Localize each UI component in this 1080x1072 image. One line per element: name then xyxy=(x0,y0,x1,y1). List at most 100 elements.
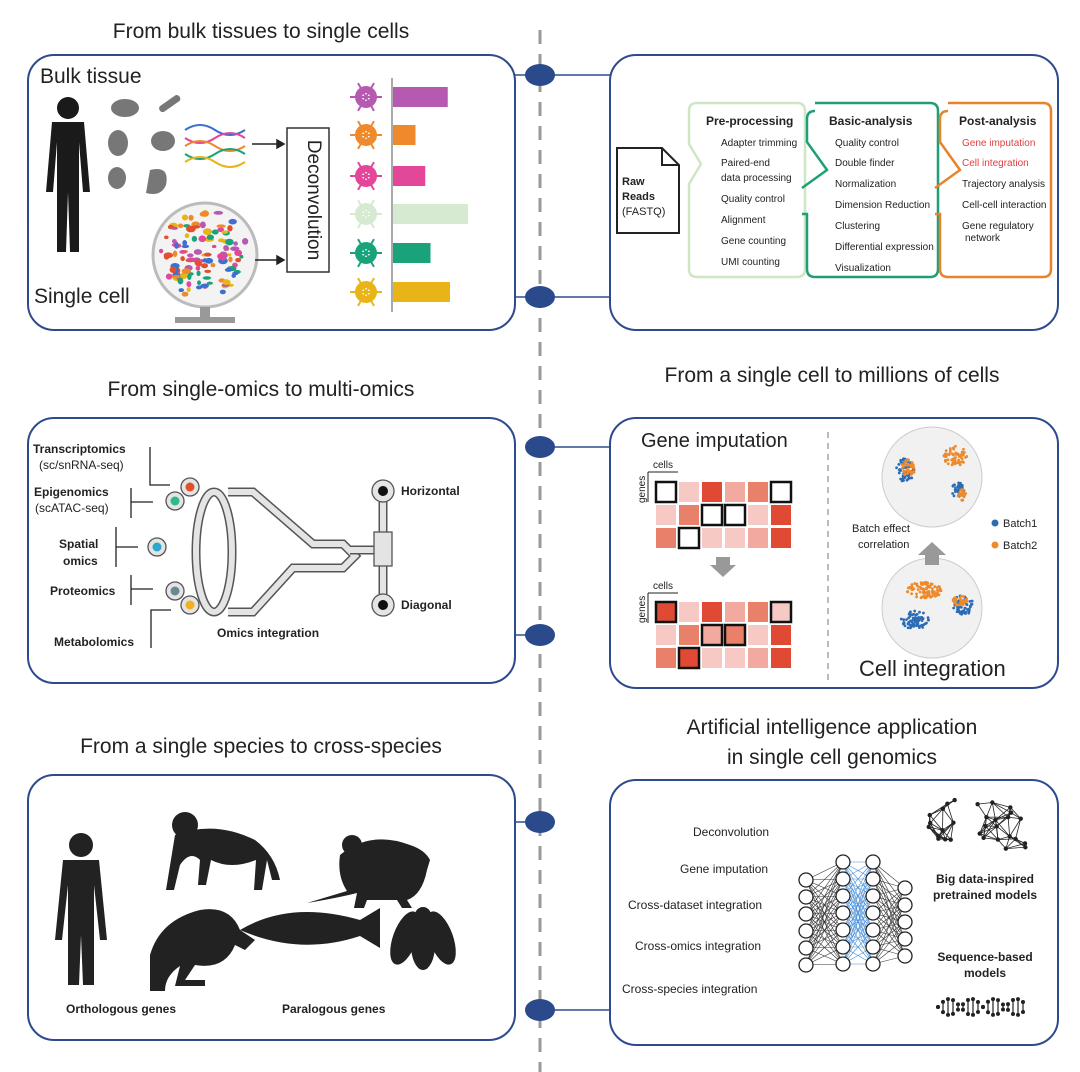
dna-base xyxy=(976,1010,980,1015)
umap-point xyxy=(959,599,963,602)
graph-node xyxy=(952,797,957,803)
cell-dot xyxy=(191,225,201,229)
graph-edge xyxy=(942,808,954,823)
umap-point xyxy=(967,611,971,615)
graph-edge xyxy=(995,819,1010,837)
cell-type-icon xyxy=(350,161,382,191)
umap-point xyxy=(936,588,939,592)
umap-point xyxy=(962,609,966,613)
nn-edge xyxy=(872,904,906,965)
graph-edge xyxy=(929,814,943,831)
cell-dot xyxy=(223,245,229,251)
cell-dot xyxy=(171,275,182,279)
umap-point xyxy=(906,626,910,630)
dna-base xyxy=(1016,997,1020,1002)
arrows xyxy=(252,138,286,266)
section-title-ai-line1: Artificial intelligence application xyxy=(687,716,978,739)
pre-item: Paired-end xyxy=(721,158,770,169)
graph-node xyxy=(984,814,989,820)
graph-edge xyxy=(1005,846,1026,850)
dna-base xyxy=(1021,1009,1025,1014)
umap-point xyxy=(952,453,955,457)
umap-point xyxy=(956,494,960,498)
legend-batch1-label: Batch1 xyxy=(1003,518,1037,530)
basic-item: Clustering xyxy=(835,221,880,232)
cell-dot xyxy=(227,253,232,257)
pre-item: Gene counting xyxy=(721,236,786,247)
graph-edge xyxy=(979,816,987,834)
graph-node xyxy=(1008,805,1013,810)
umap-point xyxy=(943,458,947,462)
umap-point xyxy=(959,483,962,487)
graph-edge xyxy=(992,802,1012,814)
legend-batch1-marker xyxy=(991,519,999,527)
bulk-tissue-label: Bulk tissue xyxy=(40,65,142,88)
umap-point xyxy=(921,591,925,594)
nn-node xyxy=(897,948,913,964)
omics-input-label: Metabolomics xyxy=(54,635,134,649)
graph-node xyxy=(993,817,998,823)
umap-point xyxy=(965,455,969,458)
frog-icon xyxy=(150,909,255,991)
graph-edge xyxy=(1015,818,1022,839)
graph-node xyxy=(983,823,988,829)
umap-point xyxy=(943,455,947,458)
umap-points xyxy=(895,444,974,630)
pre-item: Quality control xyxy=(721,194,785,205)
cell-dot xyxy=(177,223,184,228)
dna-base xyxy=(1001,1007,1005,1012)
graph-edge xyxy=(986,816,997,827)
umap-point xyxy=(952,606,956,610)
umap-point xyxy=(897,463,901,466)
graph-node xyxy=(1008,810,1014,815)
deconvolution-box xyxy=(286,127,330,273)
dna-base xyxy=(986,999,990,1004)
ai-task: Cross-omics integration xyxy=(635,939,761,953)
cell-dot xyxy=(158,248,164,254)
monkey-icon xyxy=(166,812,280,890)
species-silhouettes xyxy=(55,812,456,991)
deconvolution-bar xyxy=(393,166,426,186)
nn-node xyxy=(897,931,913,947)
graph-edge xyxy=(977,802,993,805)
umap-point xyxy=(922,623,926,627)
cell-dot xyxy=(228,283,234,287)
graph-node xyxy=(981,835,986,841)
dna-base xyxy=(991,1012,995,1017)
cell-dot xyxy=(174,242,179,249)
umap-point xyxy=(911,463,915,467)
heatmap-cell-missing xyxy=(723,503,747,527)
orthologous-genes-label: Orthologous genes xyxy=(66,1002,176,1016)
heatmap-cell xyxy=(656,648,676,668)
umap-point xyxy=(899,469,902,473)
dna-base xyxy=(996,998,1000,1003)
graph-node xyxy=(1003,846,1009,851)
heatmap-cell xyxy=(679,505,699,525)
umap-point xyxy=(905,467,909,471)
model-1-line1: Big data-inspired xyxy=(936,872,1034,886)
pre-processing-items: Adapter trimming Paired-end data process… xyxy=(721,138,797,268)
nn-edge xyxy=(805,912,844,966)
cell-dot xyxy=(203,252,212,257)
heatmap-cell xyxy=(702,482,722,502)
umap-point xyxy=(962,451,966,455)
graph-edge xyxy=(995,807,1011,821)
umap-point xyxy=(938,587,942,591)
cell-dot xyxy=(200,283,210,288)
cell-dot xyxy=(186,257,196,261)
graph-edge xyxy=(1005,838,1016,849)
heatmap-cell xyxy=(679,482,699,502)
section-title-bulk: From bulk tissues to single cells xyxy=(113,20,409,43)
dna-base xyxy=(986,1010,990,1015)
deconvolution-bar xyxy=(393,87,448,107)
umap-point xyxy=(954,456,957,459)
dna-base xyxy=(966,998,970,1003)
heatmap-cell xyxy=(702,602,722,622)
umap-point xyxy=(906,472,909,476)
nn-node xyxy=(798,889,814,905)
umap-point xyxy=(895,466,898,470)
umap-before-circle xyxy=(881,426,983,528)
timeline-dot xyxy=(525,286,555,308)
umap-point xyxy=(953,596,957,600)
